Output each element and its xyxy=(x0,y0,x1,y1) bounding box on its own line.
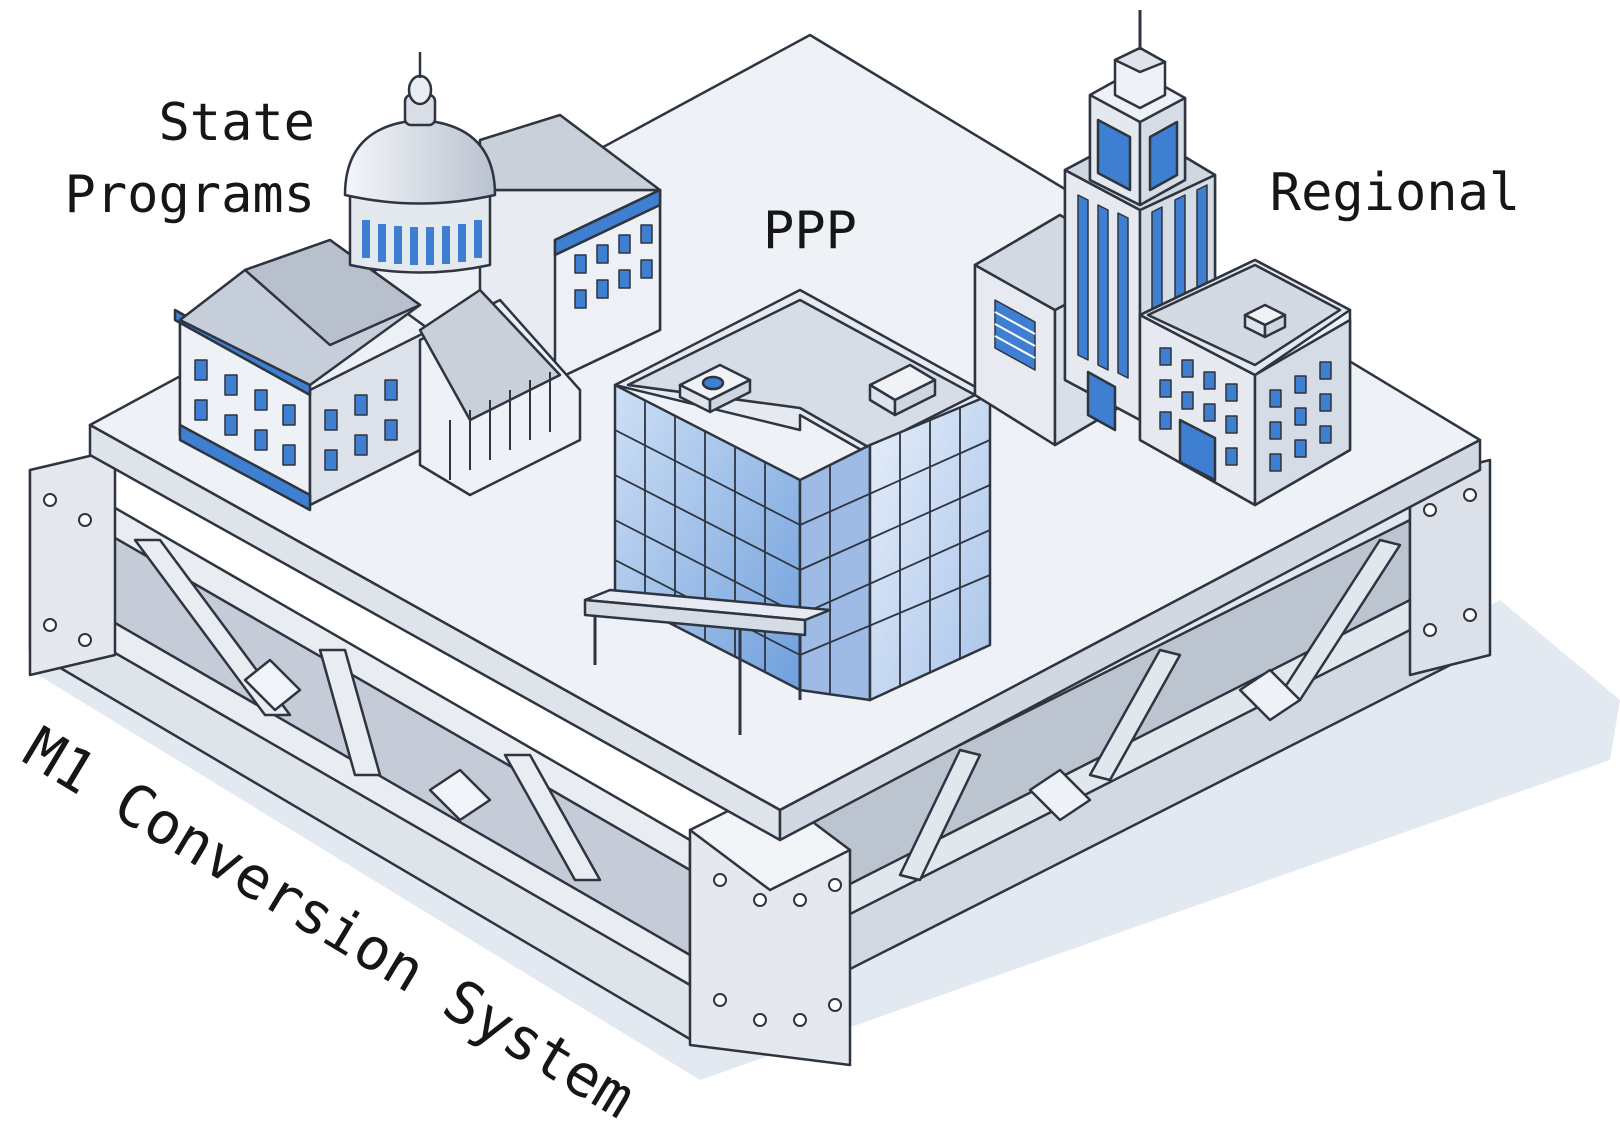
regional-tower-building-icon xyxy=(973,10,1352,507)
label-regional: Regional xyxy=(1270,163,1520,223)
glass-office-tower-icon xyxy=(583,288,992,735)
label-ppp: PPP xyxy=(763,201,857,261)
capitol-building-icon xyxy=(173,52,662,512)
steel-truss-platform-icon xyxy=(28,448,1492,1067)
label-state-programs-line1: State xyxy=(158,93,315,153)
label-state-programs-line2: Programs xyxy=(65,165,315,225)
